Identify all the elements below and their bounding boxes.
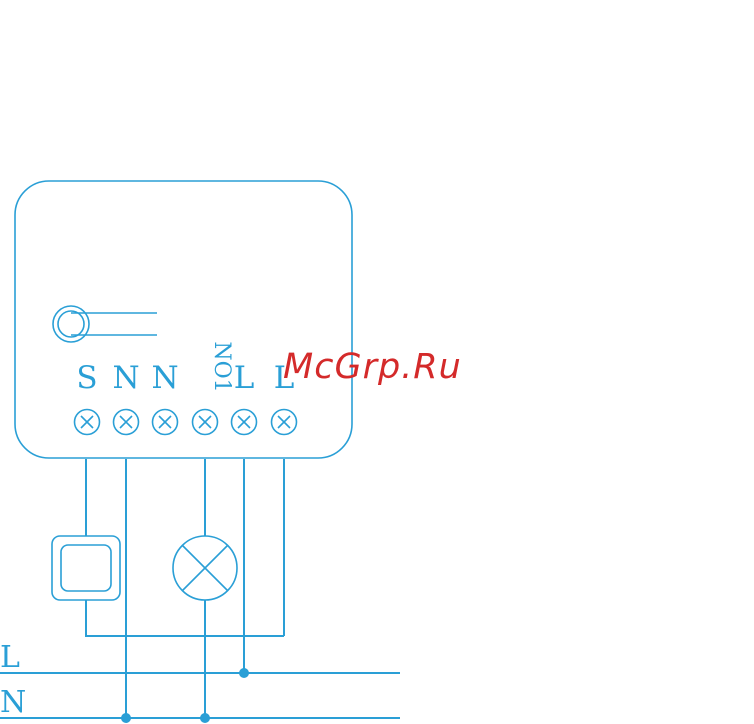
terminal-screw-n1	[114, 410, 139, 435]
live-rail-label: L	[0, 640, 20, 675]
terminal-screw-l2	[272, 410, 297, 435]
led-indicator-icon	[53, 306, 157, 342]
terminal-screw-s	[75, 410, 100, 435]
terminal-screw-l1	[232, 410, 257, 435]
terminal-label-s: S	[76, 360, 97, 396]
junction-neutral-module	[121, 713, 131, 723]
terminal-label-n2: N	[151, 360, 178, 396]
watermark-text: McGrp.Ru	[283, 347, 462, 387]
terminal-label-no1: NO1	[209, 341, 234, 392]
junction-neutral-lamp	[200, 713, 210, 723]
button-icon	[52, 536, 120, 600]
wire-switch-loop	[86, 600, 284, 636]
terminal-screw-no1	[193, 410, 218, 435]
junction-live	[239, 668, 249, 678]
relay-module-body	[15, 181, 352, 458]
terminal-label-l1: L	[234, 360, 255, 396]
neutral-rail-label: N	[0, 685, 26, 720]
terminal-screw-n2	[153, 410, 178, 435]
terminal-label-n1: N	[112, 360, 139, 396]
lamp-icon	[173, 536, 237, 600]
